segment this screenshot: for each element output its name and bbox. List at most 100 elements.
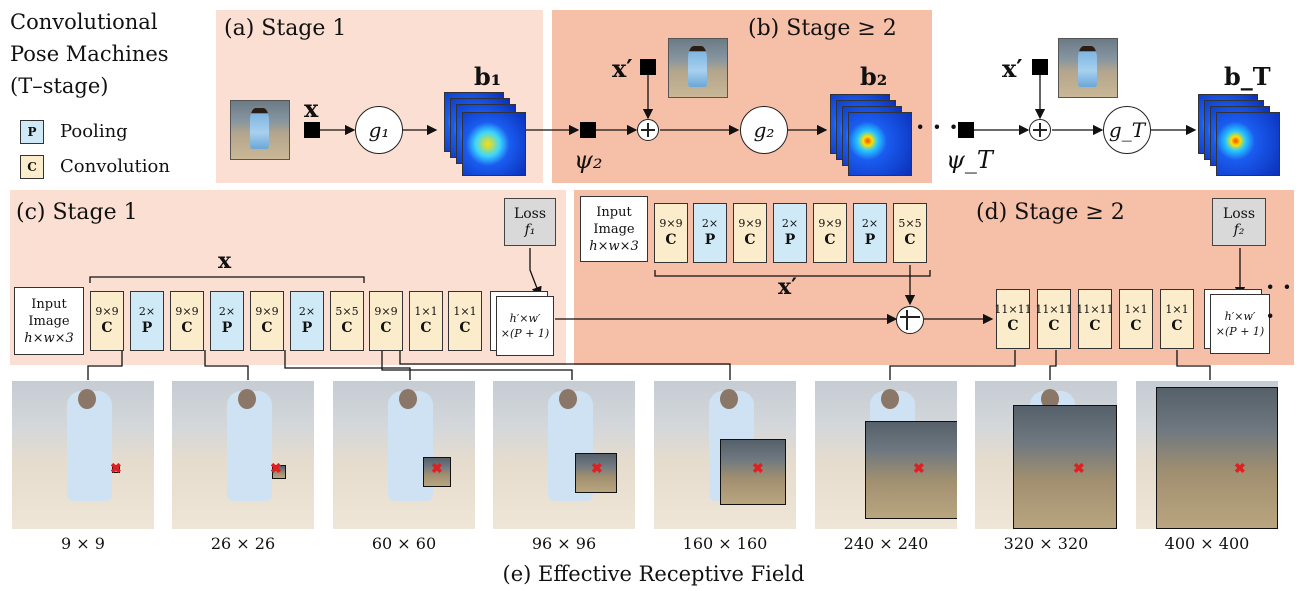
layer-type: P (784, 232, 796, 248)
pooling-layer: 2×P (210, 291, 244, 351)
stage1-x-label: x (218, 248, 232, 274)
receptive-field-image: ✖ (12, 381, 154, 529)
receptive-field-image: ✖ (815, 381, 957, 529)
receptive-field-label: 60 × 60 (371, 534, 437, 553)
receptive-field-image: ✖ (493, 381, 635, 529)
layer-size: 1×1 (453, 305, 477, 318)
receptive-field-label: 26 × 26 (210, 534, 276, 553)
g1-node: g₁ (355, 106, 403, 154)
psi2-label: ψ₂ (574, 146, 603, 174)
layer-size: 5×5 (898, 217, 922, 230)
receptive-field-window (865, 421, 957, 519)
output-channels: ×(P + 1) (500, 327, 550, 340)
layer-type: C (1171, 318, 1183, 334)
panel-c-title: (c) Stage 1 (16, 200, 138, 225)
layer-size: 2× (861, 217, 879, 230)
pooling-layer: 2×P (853, 203, 887, 263)
layer-size: 1×1 (1124, 303, 1148, 316)
pooling-layer: 2× P (290, 291, 324, 351)
keypoint-marker: ✖ (591, 461, 603, 477)
caption: (e) Effective Receptive Field (502, 562, 805, 586)
bT-heatmap-front (1216, 112, 1280, 176)
layer-type: P (704, 232, 716, 248)
b2-heatmap-front (848, 112, 912, 176)
layer-size: 2× (138, 305, 156, 318)
receptive-field-window (720, 439, 786, 505)
receptive-field-window (112, 465, 120, 473)
layer-type: C (459, 320, 471, 336)
layer-size: 1×1 (414, 305, 438, 318)
xprime-node-b (640, 59, 656, 75)
layer-type: C (744, 232, 756, 248)
keypoint-marker: ✖ (1234, 461, 1246, 477)
stage1-output: h′×w′ ×(P + 1) (496, 296, 554, 356)
pooling-key: P (20, 120, 44, 144)
receptive-field-image: ✖ (172, 381, 314, 529)
convolution-key: C (20, 155, 44, 179)
layer-size: 2× (298, 305, 316, 318)
stage1-input-image: Input Image h×w×3 (14, 287, 84, 355)
loss-f2: f₂ (1233, 222, 1245, 238)
bT-label: b_T (1224, 62, 1271, 91)
layer-type: C (904, 232, 916, 248)
receptive-field-image: ✖ (1136, 381, 1278, 529)
receptive-field-window (575, 453, 617, 493)
layer-type: C (1089, 318, 1101, 334)
layer-size: 11×11 (994, 303, 1032, 316)
input-text: Image (28, 313, 70, 329)
layer-size: 5×5 (335, 305, 359, 318)
layer-type: P (301, 320, 313, 336)
psiT-label: ψ_T (946, 146, 993, 174)
input-image-thumbnail-t (1058, 38, 1118, 98)
keypoint-marker: ✖ (110, 461, 122, 477)
g2-node: g₂ (740, 106, 788, 154)
receptive-field-image: ✖ (975, 381, 1117, 529)
loss-f1: f₁ (524, 222, 536, 238)
input-image-thumbnail-b (668, 38, 728, 98)
loss-label: Loss (513, 206, 547, 222)
stage2-ellipsis: · · · (1266, 272, 1292, 330)
output-dims: h′×w′ (509, 312, 541, 325)
layer-type: C (101, 320, 113, 336)
x-node (304, 122, 320, 138)
layer-size: 9×9 (175, 305, 199, 318)
layer-type: C (261, 320, 273, 336)
layer-size: 9×9 (255, 305, 279, 318)
gT-node: g_T (1103, 106, 1151, 154)
input-dims: h×w×3 (24, 330, 74, 346)
pooling-layer: 2×P (693, 203, 727, 263)
sum-node-t (1029, 119, 1051, 141)
stage1-loss: Loss f₁ (504, 198, 556, 246)
xprime-label-b: x′ (612, 54, 633, 83)
keypoint-marker: ✖ (270, 461, 282, 477)
layer-type: C (665, 232, 677, 248)
layer-type: C (181, 320, 193, 336)
layer-type: C (1130, 318, 1142, 334)
stage2-output: h′×w′ ×(P + 1) (1210, 294, 1270, 354)
xprime-label-t: x′ (1002, 54, 1023, 83)
input-text: Input (31, 296, 67, 312)
keypoint-marker: ✖ (431, 461, 443, 477)
loss-label: Loss (1222, 206, 1256, 222)
legend-title: Convolutional Pose Machines (T–stage) (10, 10, 169, 98)
layer-type: C (380, 320, 392, 336)
output-channels: ×(P + 1) (1215, 325, 1265, 338)
sum-node-b (637, 119, 659, 141)
x-label: x (304, 94, 319, 123)
receptive-field-label: 240 × 240 (843, 534, 929, 553)
layer-type: C (1007, 318, 1019, 334)
